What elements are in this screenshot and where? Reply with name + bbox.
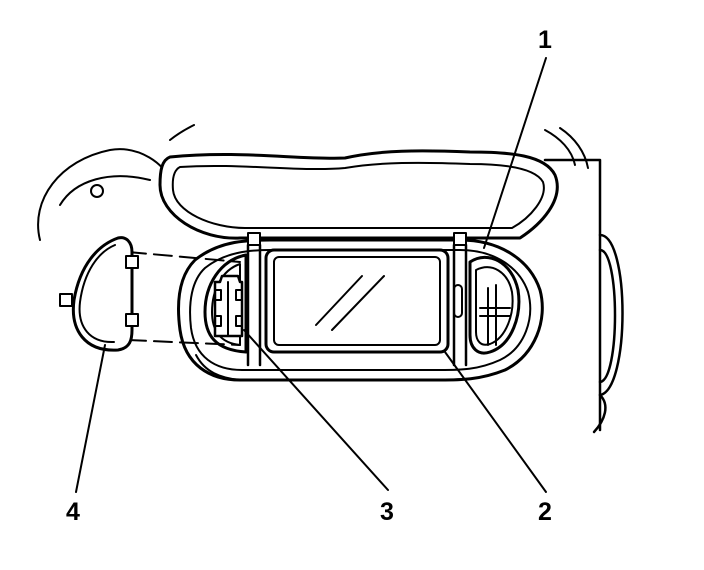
mirror-glass [264, 248, 450, 354]
callout-label-4: 4 [66, 498, 80, 526]
lamp-lens-cover [59, 236, 139, 352]
right-lamp-lens [453, 255, 521, 355]
lens-alignment-lines [127, 251, 241, 346]
leader-line-4 [75, 344, 106, 493]
headliner-background [37, 124, 624, 434]
mirror-frame-posts [246, 243, 468, 367]
leader-line-1 [483, 57, 547, 249]
callout-labels: 1 2 3 4 [66, 26, 552, 526]
mirror-cover-lid [158, 149, 559, 240]
leader-line-3 [243, 329, 389, 491]
visor-pivot-mount [90, 184, 104, 198]
callout-label-2: 2 [538, 498, 552, 526]
callout-leaders [75, 57, 547, 493]
callout-label-1: 1 [538, 26, 552, 54]
lamp-bulb [213, 274, 244, 338]
leader-line-2 [444, 351, 547, 493]
callout-label-3: 3 [380, 498, 394, 526]
housing-tabs [247, 232, 467, 246]
